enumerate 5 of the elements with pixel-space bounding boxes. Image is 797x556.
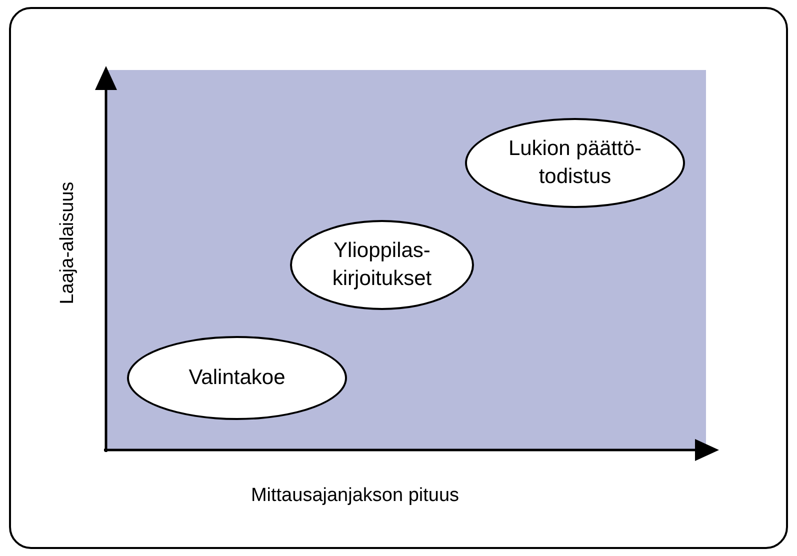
- axis-title: Laaja-alaisuus: [57, 182, 78, 304]
- ellipse-label: Valintakoe: [188, 365, 286, 391]
- ellipse-label: Lukion päättö- todistus: [507, 136, 643, 190]
- ellipse-label: Ylioppilas- kirjoitukset: [331, 238, 433, 292]
- axis-title: Mittausajanjakson pituus: [250, 485, 460, 506]
